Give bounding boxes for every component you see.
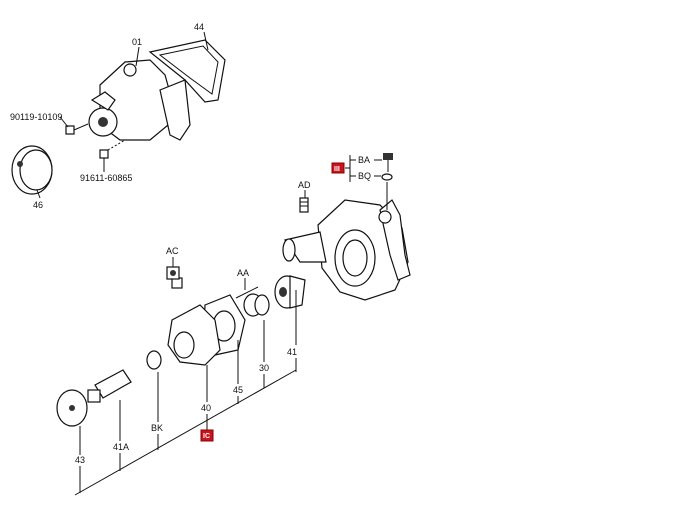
label-40: 40	[201, 403, 211, 413]
label-BQ: BQ	[358, 171, 371, 181]
washer-BQ[interactable]	[381, 173, 393, 181]
callout-upper-text: III	[334, 166, 340, 173]
pump-housing[interactable]	[282, 199, 411, 301]
callout-lower[interactable]: IC	[200, 429, 214, 442]
label-46: 46	[33, 200, 43, 210]
label-41: 41	[287, 347, 297, 357]
label-30: 30	[259, 363, 269, 373]
flange-43[interactable]	[56, 389, 88, 427]
label-01: 01	[132, 37, 142, 47]
pulley-46[interactable]	[11, 145, 53, 195]
label-41A: 41A	[113, 442, 129, 452]
shaft-bearing-41A[interactable]	[87, 369, 132, 403]
clip-BK[interactable]	[146, 350, 162, 370]
label-AD: AD	[298, 180, 311, 190]
bolt-BA[interactable]	[383, 153, 393, 172]
label-BA: BA	[358, 155, 370, 165]
pump-body-40[interactable]	[167, 277, 221, 366]
label-90119-10109: 90119-10109	[10, 112, 62, 122]
nut-AC[interactable]	[166, 266, 180, 280]
seal-41[interactable]	[274, 275, 306, 309]
stud-AA[interactable]	[235, 286, 259, 299]
plug-AD[interactable]	[299, 197, 309, 213]
label-44: 44	[194, 22, 204, 32]
label-45: 45	[233, 385, 243, 395]
label-AA: AA	[237, 268, 249, 278]
callout-lower-text: IC	[203, 433, 210, 440]
label-91611-60865: 91611-60865	[80, 173, 132, 183]
bushing-30[interactable]	[243, 293, 270, 317]
callout-upper[interactable]: III	[331, 162, 345, 174]
label-AC: AC	[166, 246, 179, 256]
label-43: 43	[75, 455, 85, 465]
bolt-90119-10109[interactable]	[65, 123, 89, 135]
label-BK: BK	[151, 423, 163, 433]
water-pump-01[interactable]	[88, 59, 191, 141]
